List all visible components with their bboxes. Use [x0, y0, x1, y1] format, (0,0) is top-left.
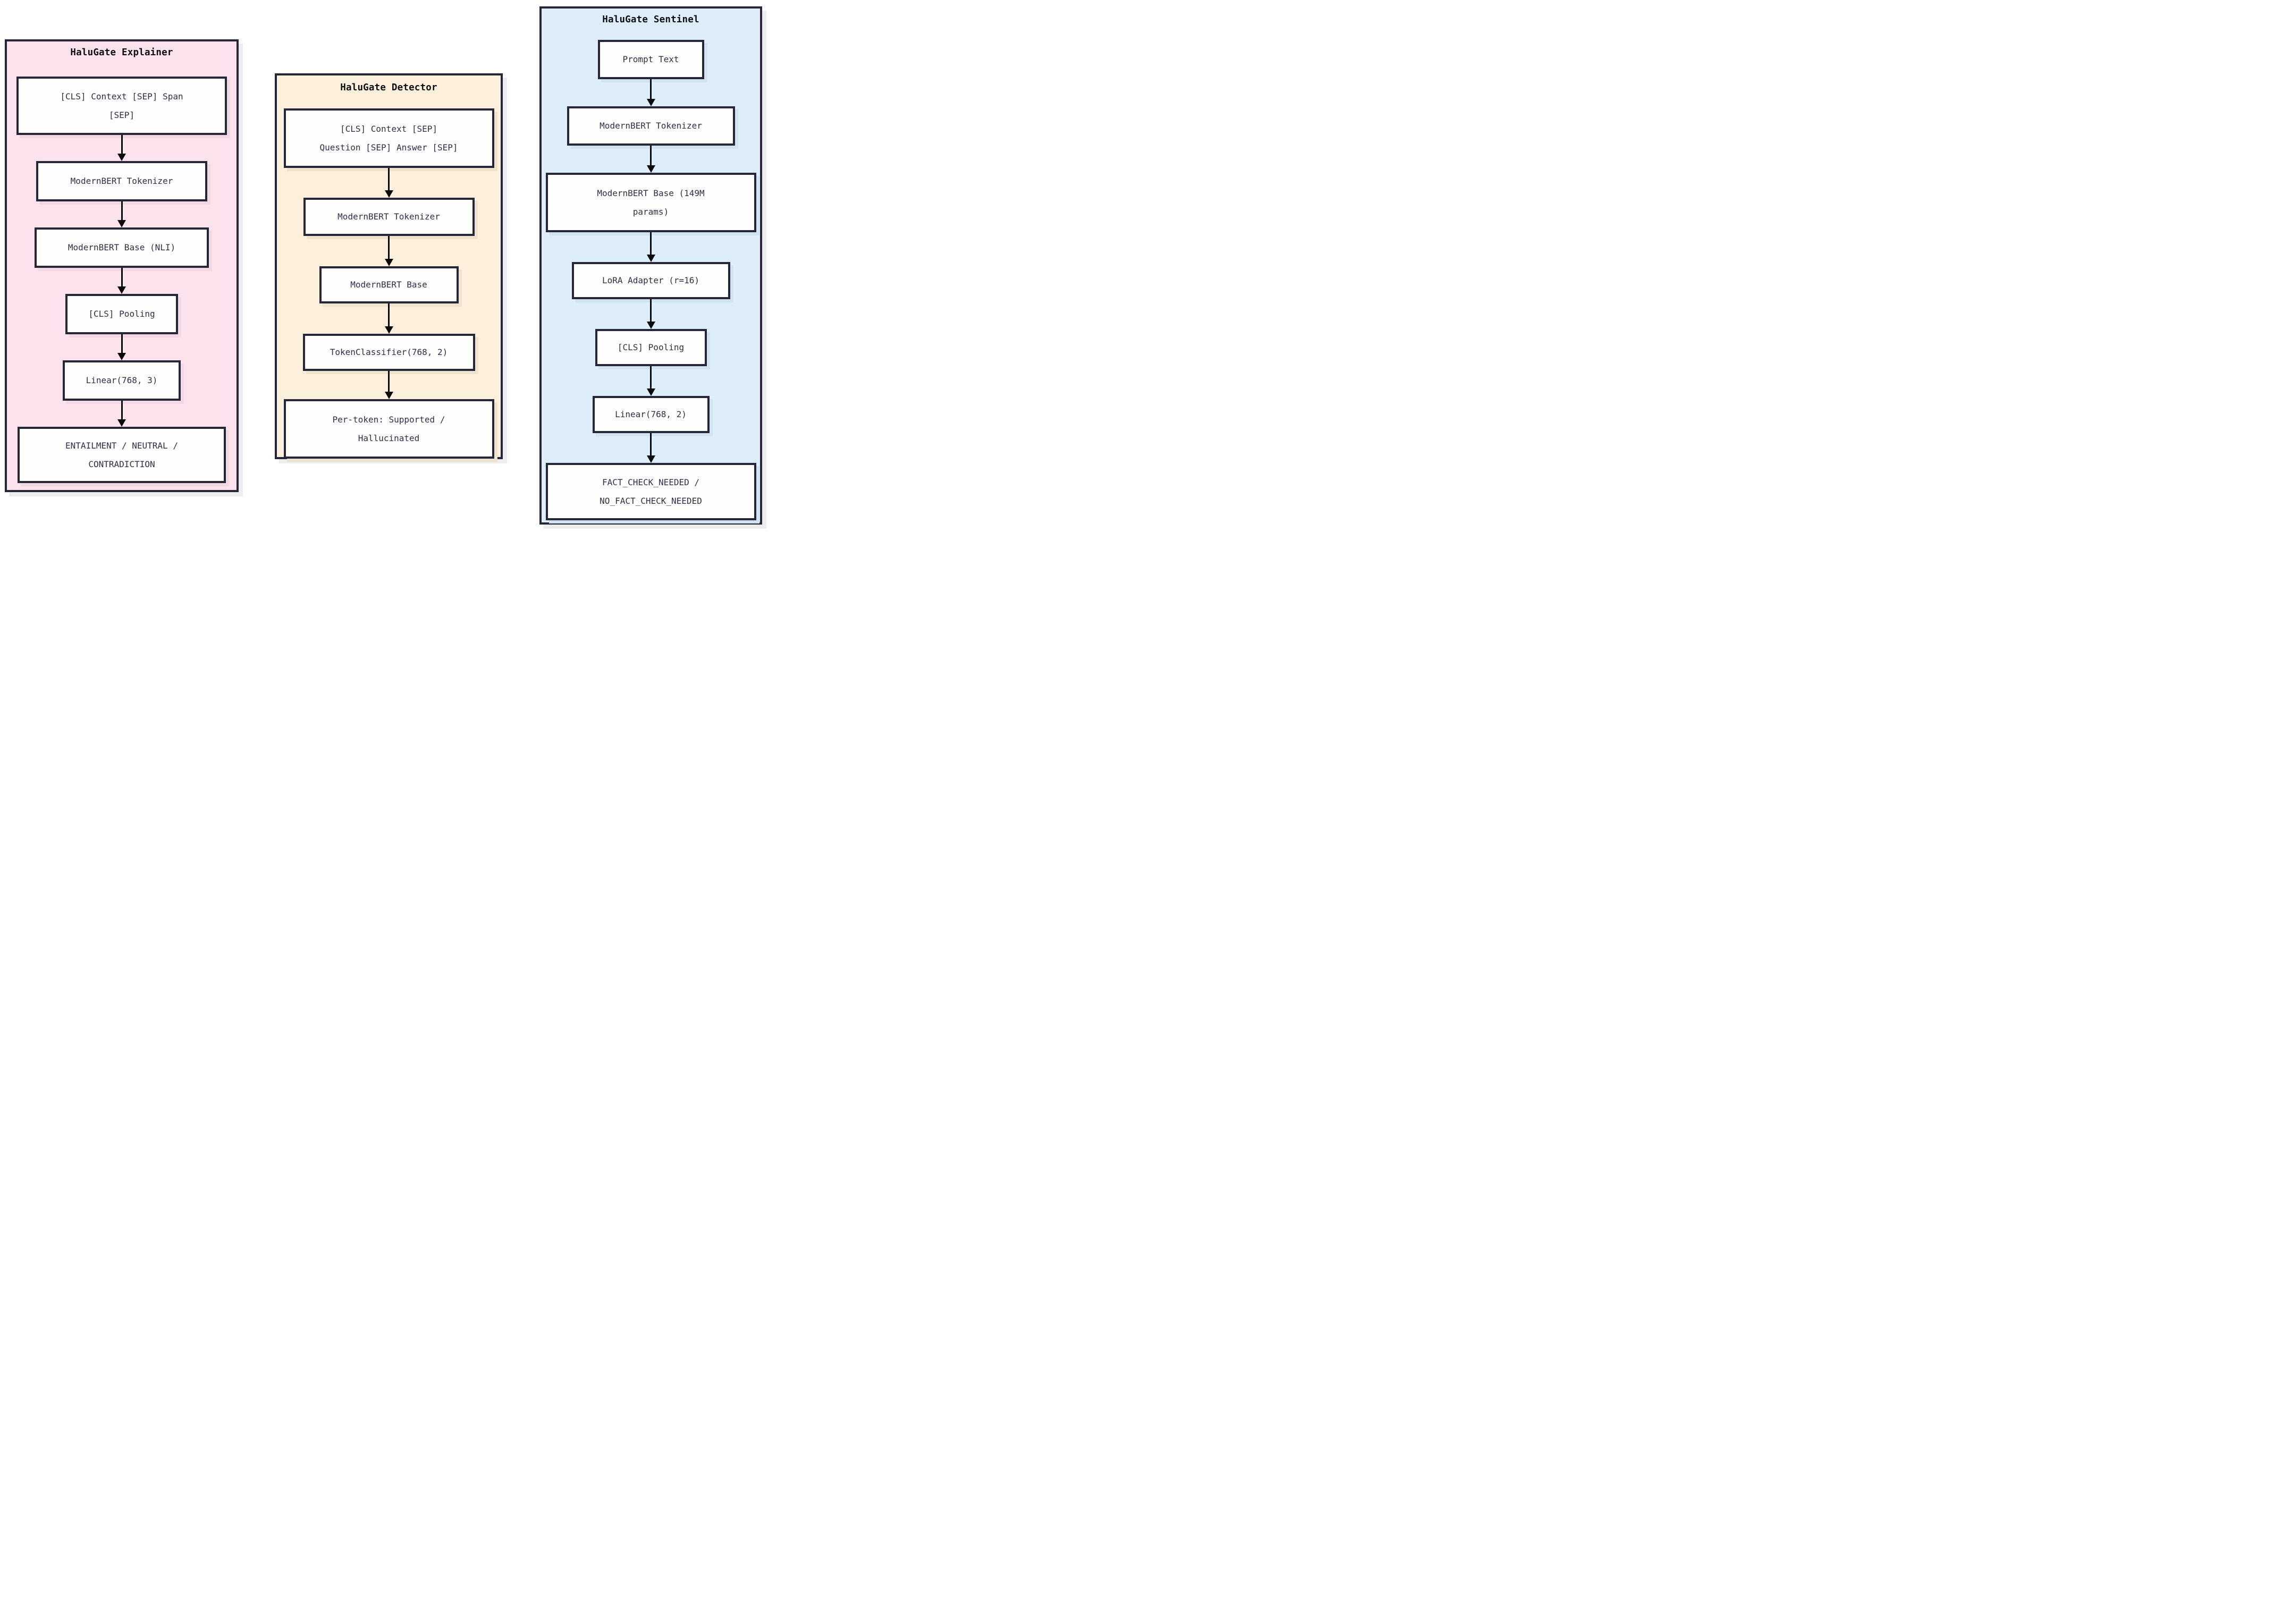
flow-arrow [117, 201, 126, 227]
arrow-shaft [388, 168, 390, 190]
arrow-head-icon [384, 190, 393, 198]
flow-arrow [646, 366, 655, 396]
arrow-shaft [388, 303, 390, 326]
arrow-head-icon [117, 419, 126, 427]
flow-arrow [117, 135, 126, 161]
node-lora-adapter-r16: LoRA Adapter (r=16) [571, 262, 730, 299]
arrow-head-icon [384, 326, 393, 334]
flow-arrow [646, 299, 655, 329]
arrow-shaft [650, 433, 652, 455]
arrow-head-icon [646, 322, 655, 329]
column-title-detector: HaluGate Detector [340, 82, 437, 93]
arrow-shaft [650, 299, 652, 322]
node-fact-check-needed: FACT_CHECK_NEEDED / NO_FACT_CHECK_NEEDED [545, 463, 756, 520]
arrow-shaft [650, 146, 652, 165]
flow-arrow [646, 79, 655, 106]
column-halugate-detector: HaluGate Detector [CLS] Context [SEP] Qu… [275, 73, 503, 459]
flow-arrow [646, 433, 655, 463]
node-linear-768-2: Linear(768, 2) [592, 396, 710, 433]
node-modernbert-base-149m-params: ModernBERT Base (149M params) [545, 173, 756, 232]
arrow-head-icon [646, 255, 655, 262]
flow-arrow [117, 334, 126, 360]
arrow-head-icon [646, 165, 655, 173]
arrow-shaft [121, 401, 123, 419]
node-cls-pooling: [CLS] Pooling [65, 294, 178, 334]
arrow-shaft [121, 201, 123, 220]
flow-arrow [384, 303, 393, 334]
node-cls-context-sep-span-sep: [CLS] Context [SEP] Span [SEP] [16, 77, 227, 135]
flow-arrow [646, 232, 655, 262]
column-halugate-sentinel: HaluGate Sentinel Prompt Text ModernBERT… [539, 6, 762, 525]
node-modernbert-base: ModernBERT Base [319, 266, 459, 303]
node-modernbert-tokenizer: ModernBERT Tokenizer [303, 198, 475, 236]
column-title-sentinel: HaluGate Sentinel [602, 14, 699, 25]
arrow-head-icon [384, 259, 393, 266]
node-prompt-text: Prompt Text [597, 40, 704, 79]
node-modernbert-base-nli: ModernBERT Base (NLI) [35, 227, 209, 268]
flow-arrow [117, 401, 126, 427]
diagram-canvas: HaluGate Explainer [CLS] Context [SEP] S… [0, 0, 765, 533]
arrow-head-icon [646, 388, 655, 396]
arrow-shaft [121, 334, 123, 353]
arrow-head-icon [384, 392, 393, 399]
arrow-shaft [388, 236, 390, 259]
node-modernbert-tokenizer: ModernBERT Tokenizer [36, 161, 207, 201]
arrow-shaft [650, 366, 652, 388]
node-per-token-supported-hallucinated: Per-token: Supported / Hallucinated [283, 399, 494, 459]
node-linear-768-3: Linear(768, 3) [63, 360, 181, 401]
flow-arrow [384, 371, 393, 399]
arrow-head-icon [646, 455, 655, 463]
arrow-shaft [650, 232, 652, 255]
arrow-shaft [388, 371, 390, 392]
arrow-shaft [121, 135, 123, 154]
node-cls-context-question-answer: [CLS] Context [SEP] Question [SEP] Answe… [283, 108, 494, 168]
node-modernbert-tokenizer: ModernBERT Tokenizer [567, 106, 735, 146]
flow-arrow [384, 168, 393, 198]
column-halugate-explainer: HaluGate Explainer [CLS] Context [SEP] S… [5, 39, 239, 492]
arrow-head-icon [646, 99, 655, 106]
arrow-head-icon [117, 353, 126, 360]
flow-arrow [384, 236, 393, 266]
arrow-head-icon [117, 154, 126, 161]
flow-arrow [117, 268, 126, 294]
node-entailment-neutral-contradiction: ENTAILMENT / NEUTRAL / CONTRADICTION [18, 427, 226, 483]
arrow-shaft [121, 268, 123, 286]
node-tokenclassifier-768-2: TokenClassifier(768, 2) [302, 334, 475, 371]
flow-arrow [646, 146, 655, 173]
node-cls-pooling: [CLS] Pooling [595, 329, 707, 366]
arrow-head-icon [117, 286, 126, 294]
arrow-head-icon [117, 220, 126, 227]
arrow-shaft [650, 79, 652, 99]
column-title-explainer: HaluGate Explainer [70, 47, 173, 58]
